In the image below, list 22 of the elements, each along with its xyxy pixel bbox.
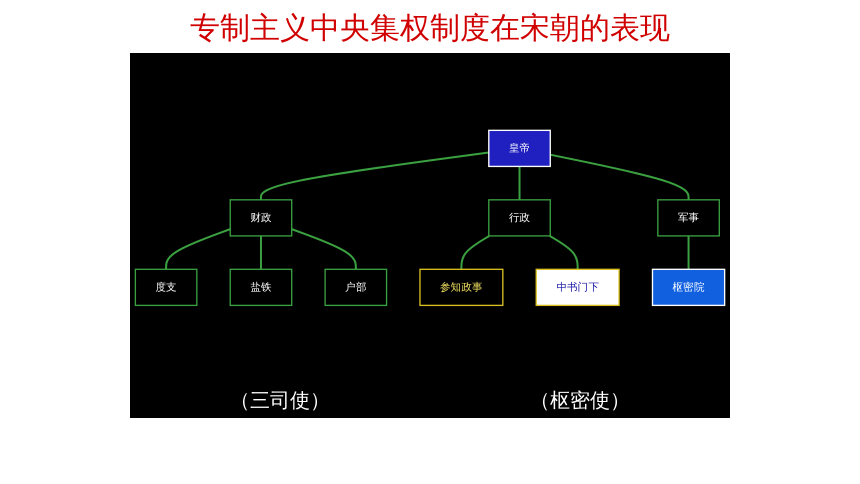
node-box: 户部 xyxy=(324,268,388,306)
connector xyxy=(165,228,231,270)
node-box: 度支 xyxy=(134,268,198,306)
connector xyxy=(291,228,357,270)
group-note: （三司使） xyxy=(230,387,330,414)
connector xyxy=(518,166,521,200)
node-box: 盐铁 xyxy=(230,268,292,306)
node-box: 中书门下 xyxy=(536,268,620,306)
node-box: 皇帝 xyxy=(488,130,551,168)
node-box: 军事 xyxy=(657,199,720,237)
connector xyxy=(260,236,262,270)
node-box: 财政 xyxy=(230,199,292,237)
connector xyxy=(550,154,690,200)
connector xyxy=(260,152,489,200)
connector xyxy=(460,235,490,270)
connector xyxy=(549,235,579,270)
node-box: 行政 xyxy=(488,199,551,237)
connector xyxy=(688,236,690,270)
diagram-title: 专制主义中央集权制度在宋朝的表现 xyxy=(189,10,671,48)
node-box: 枢密院 xyxy=(652,268,726,306)
group-note: （枢密使） xyxy=(530,387,630,414)
node-box: 参知政事 xyxy=(419,268,504,306)
